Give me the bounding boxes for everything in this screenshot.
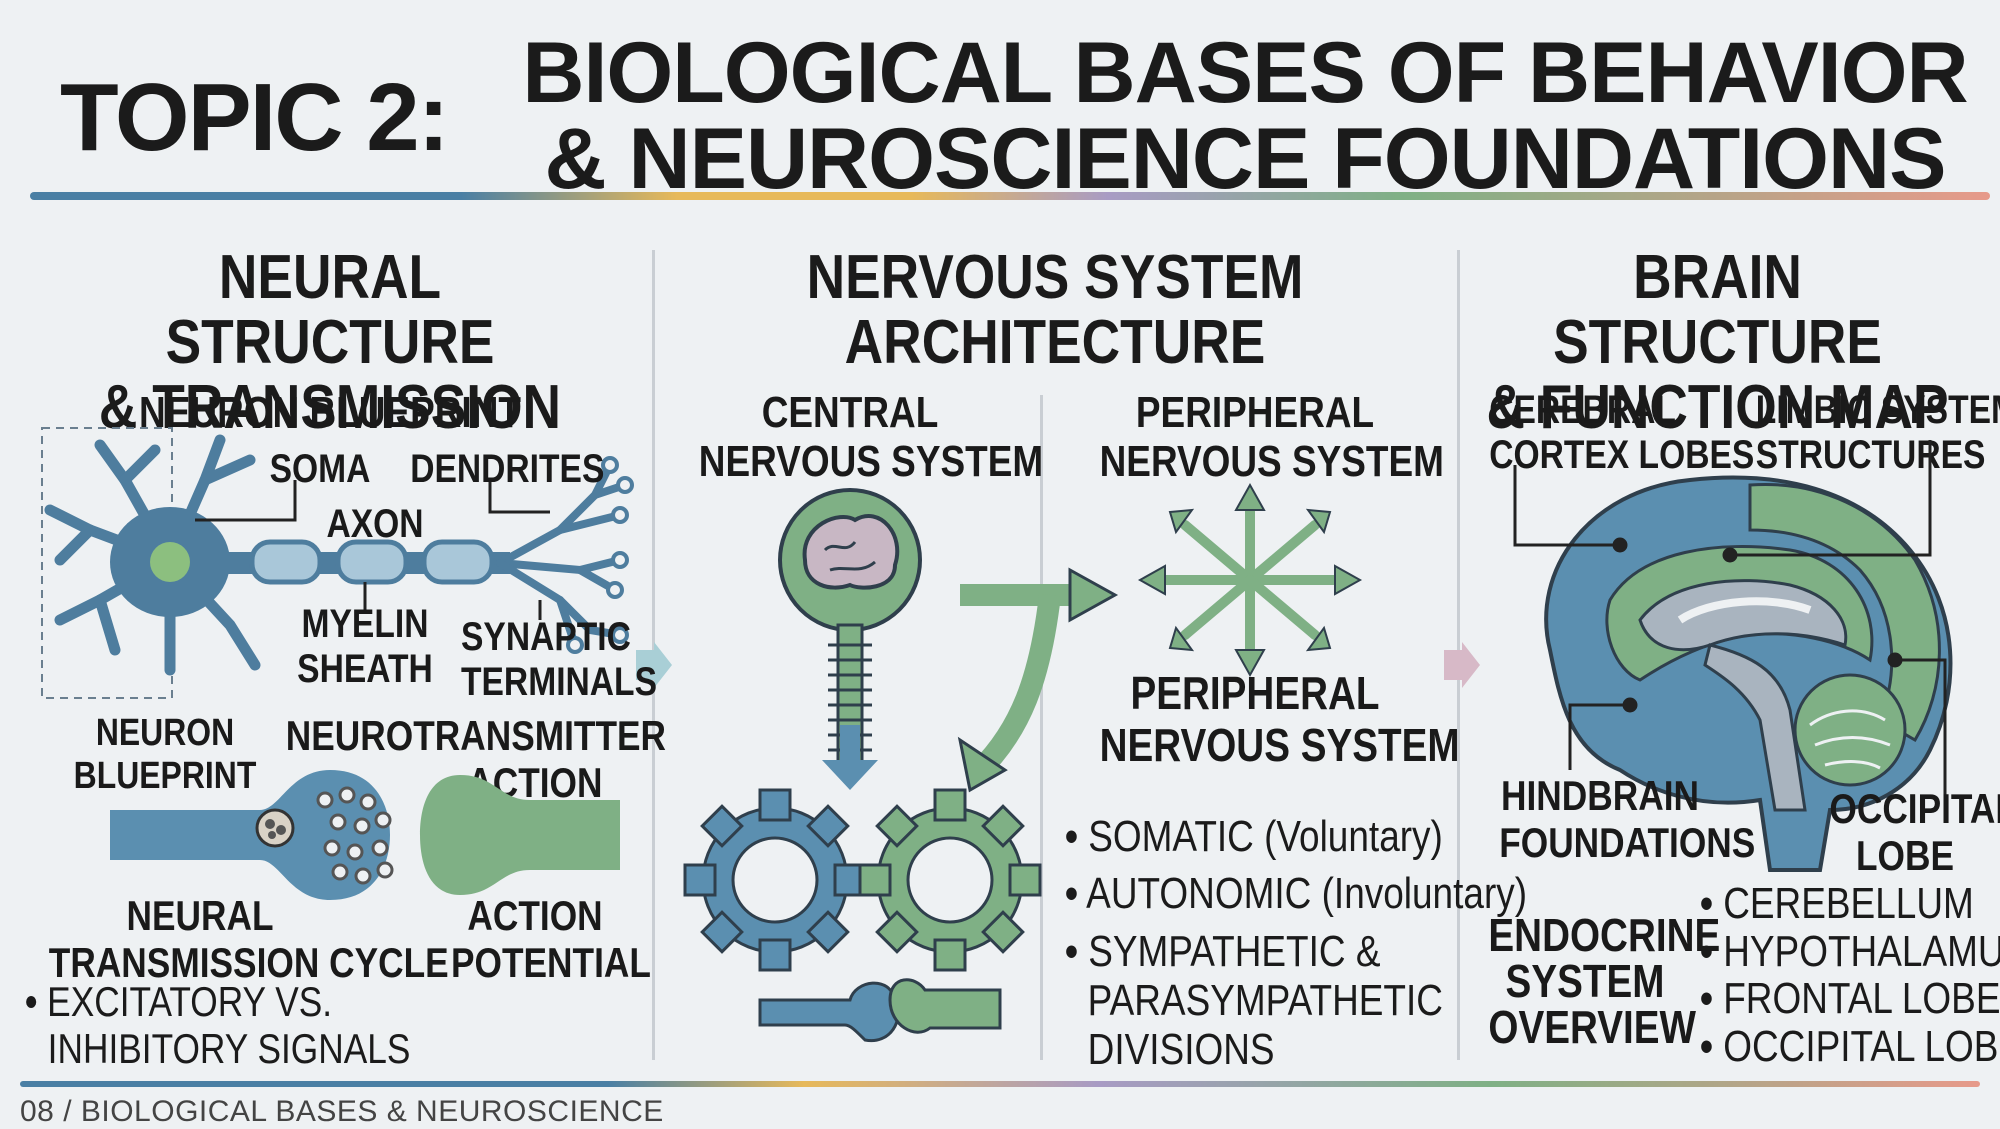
excitatory-bullet: • EXCITATORY VS. INHIBITORY SIGNALS xyxy=(25,978,411,1073)
col1-title: NEURAL STRUCTURE & TRANSMISSION xyxy=(63,245,596,440)
neuron-diagram xyxy=(41,427,634,699)
title-line-1: BIOLOGICAL BASES OF BEHAVIOR xyxy=(522,25,1968,121)
bullet-cerebellum: • CEREBELLUM xyxy=(1700,879,1974,928)
bullet-hypothalamus: • HYPOTHALAMUS xyxy=(1700,926,2000,976)
axon-label: AXON xyxy=(326,502,424,546)
brain-diagram xyxy=(1513,440,1953,872)
bullet-somatic: • SOMATIC (Voluntary) xyxy=(1065,812,1443,861)
header-rule xyxy=(30,192,1990,200)
col2-title: NERVOUS SYSTEM ARCHITECTURE xyxy=(806,243,1304,378)
footer-text: 08 / BIOLOGICAL BASES & NEUROSCIENCE xyxy=(20,1095,664,1128)
brain-bullets: • CEREBELLUM • HYPOTHALAMUS • FRONTAL LO… xyxy=(1700,880,2000,1070)
arrow-right-icon xyxy=(636,642,672,688)
neurotransmitter-label: NEUROTRANSMITTER ACTION xyxy=(285,712,667,807)
col1-title-line-1: NEURAL STRUCTURE xyxy=(165,243,495,378)
topic-label: TOPIC 2: xyxy=(60,64,450,171)
page-title: BIOLOGICAL BASES OF BEHAVIOR & NEUROSCIE… xyxy=(505,30,1985,202)
footer-rule xyxy=(20,1081,1980,1087)
col3-title: BRAIN STRUCTURE & FUNCTION MAP xyxy=(1486,243,1949,443)
nervous-system-diagram xyxy=(683,482,1363,1043)
title-line-2: & NEUROSCIENCE FOUNDATIONS xyxy=(544,111,1946,207)
synapse-diagram xyxy=(110,770,620,900)
pns-bullets: • SOMATIC (Voluntary) • AUTONOMIC (Invol… xyxy=(1065,812,1528,1075)
col1-title-line-2: & TRANSMISSION xyxy=(98,373,562,443)
dendrites-label: DENDRITES xyxy=(410,447,605,491)
bullet-occipital-lobe: • OCCIPITAL LOBE xyxy=(1700,1021,2000,1071)
column-divider-2 xyxy=(1040,395,1043,1060)
bullet-autonomic: • AUTONOMIC (Involuntary) xyxy=(1065,869,1528,919)
bullet-frontal-lobe: • FRONTAL LOBE xyxy=(1700,974,2000,1024)
bullet-sympathetic: • SYMPATHETIC & xyxy=(1065,926,1381,976)
soma-label: SOMA xyxy=(269,447,371,491)
arrow-right-icon xyxy=(1444,642,1480,688)
neuron-blueprint-heading: NEURON BLUEPRINT xyxy=(139,388,521,437)
